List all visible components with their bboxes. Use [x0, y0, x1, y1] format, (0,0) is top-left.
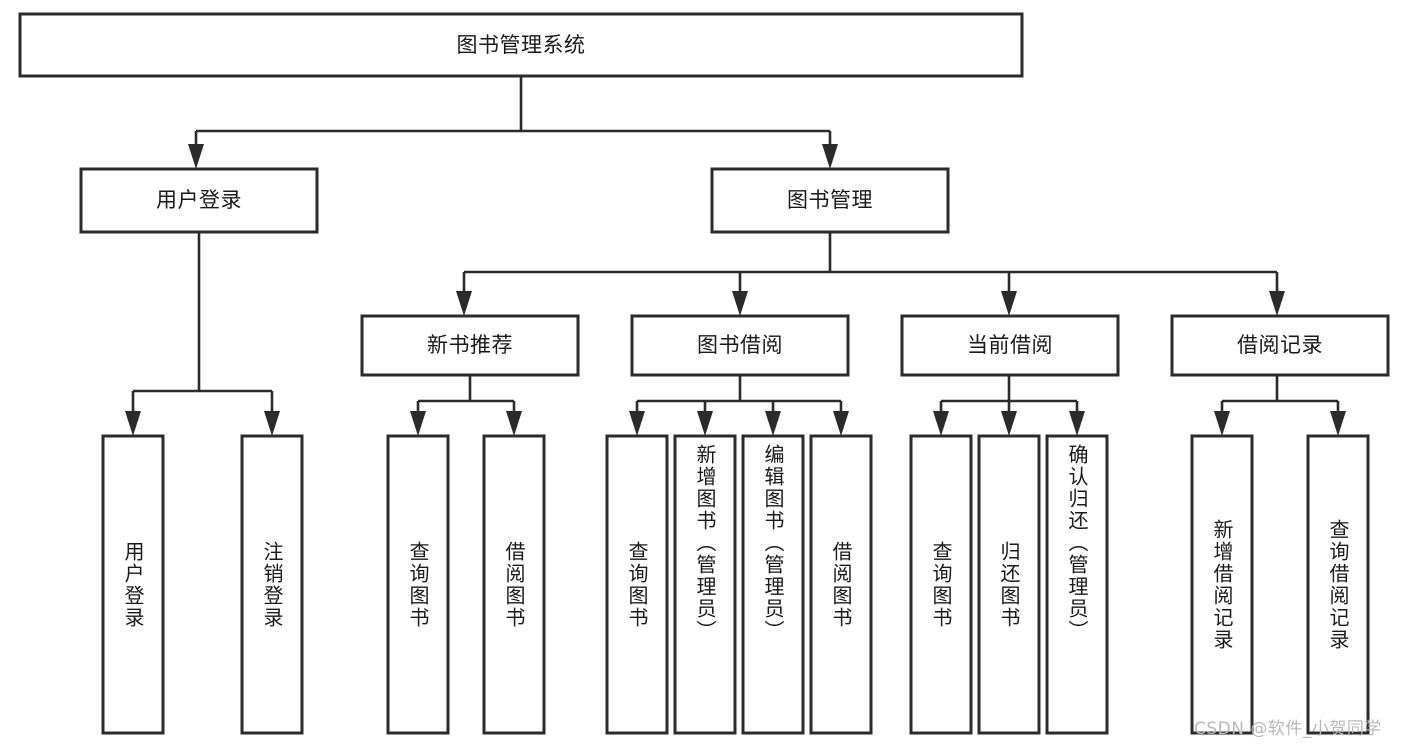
node-layer: 图书管理系统 用户登录 图书管理 新书推荐 图书借阅 当前借阅 借阅记录 [18, 12, 1390, 735]
node-current-borrow[interactable] [900, 314, 1120, 377]
arrowhead-newbook [456, 291, 472, 316]
node-leaf-borrow-book-2[interactable] [809, 434, 873, 735]
node-leaf-edit-book[interactable] [741, 434, 805, 735]
node-book-borrow-label: 图书借阅 [697, 333, 783, 357]
arrowhead-leaf-add-book [697, 411, 713, 436]
arrowhead-leaf-confirm-return [1069, 411, 1085, 436]
node-leaf-return-book[interactable] [977, 434, 1041, 735]
arrowhead-borrowrecord [1269, 291, 1285, 316]
arrowhead-leaf-query-book-1 [410, 411, 426, 436]
node-book-management-label: 图书管理 [787, 188, 873, 212]
node-leaf-borrow-book-1[interactable] [482, 434, 546, 735]
arrowhead-leaf-query-record [1330, 411, 1346, 436]
arrowhead-leaf-borrow-book-2 [833, 411, 849, 436]
node-leaf-add-book[interactable] [673, 434, 737, 735]
node-borrow-record-label: 借阅记录 [1237, 333, 1323, 357]
node-leaf-add-record[interactable] [1190, 434, 1254, 735]
arrowhead-leaf-return-book [1001, 411, 1017, 436]
arrowhead-leaf-edit-book [765, 411, 781, 436]
node-leaf-query-book-2[interactable] [605, 434, 669, 735]
arrowhead-userlogin [188, 144, 204, 169]
node-book-borrow[interactable] [630, 314, 850, 377]
arrowhead-leaf-query-book-3 [933, 411, 949, 436]
node-leaf-logout-login[interactable] [240, 434, 304, 735]
arrowhead-bookborrow [732, 291, 748, 316]
arrowhead-leaf-add-record [1214, 411, 1230, 436]
node-leaf-confirm-return[interactable] [1045, 434, 1109, 735]
node-leaf-query-book-3[interactable] [909, 434, 973, 735]
node-borrow-record[interactable] [1170, 314, 1390, 377]
node-root[interactable] [18, 12, 1024, 78]
arrowhead-leaf-query-book-2 [629, 411, 645, 436]
node-leaf-query-record[interactable] [1306, 434, 1370, 735]
arrowhead-leaf-borrow-book-1 [506, 411, 522, 436]
node-user-login[interactable] [79, 167, 319, 234]
node-current-borrow-label: 当前借阅 [967, 333, 1053, 357]
watermark-text: CSDN @软件_小贺同学 [1194, 719, 1382, 739]
arrowhead-leaf-user-login [125, 411, 141, 436]
node-new-book-recommend-label: 新书推荐 [427, 333, 513, 357]
connector-layer [125, 76, 1346, 436]
arrowhead-currentborrow [1001, 291, 1017, 316]
node-leaf-query-book-1[interactable] [386, 434, 450, 735]
node-leaf-user-login[interactable] [101, 434, 165, 735]
node-new-book-recommend[interactable] [360, 314, 580, 377]
node-root-label: 图书管理系统 [457, 33, 586, 57]
arrowhead-bookmgmt [822, 144, 838, 169]
arrowhead-leaf-logout-login [264, 411, 280, 436]
node-book-management[interactable] [710, 167, 950, 234]
node-user-login-label: 用户登录 [156, 188, 242, 212]
